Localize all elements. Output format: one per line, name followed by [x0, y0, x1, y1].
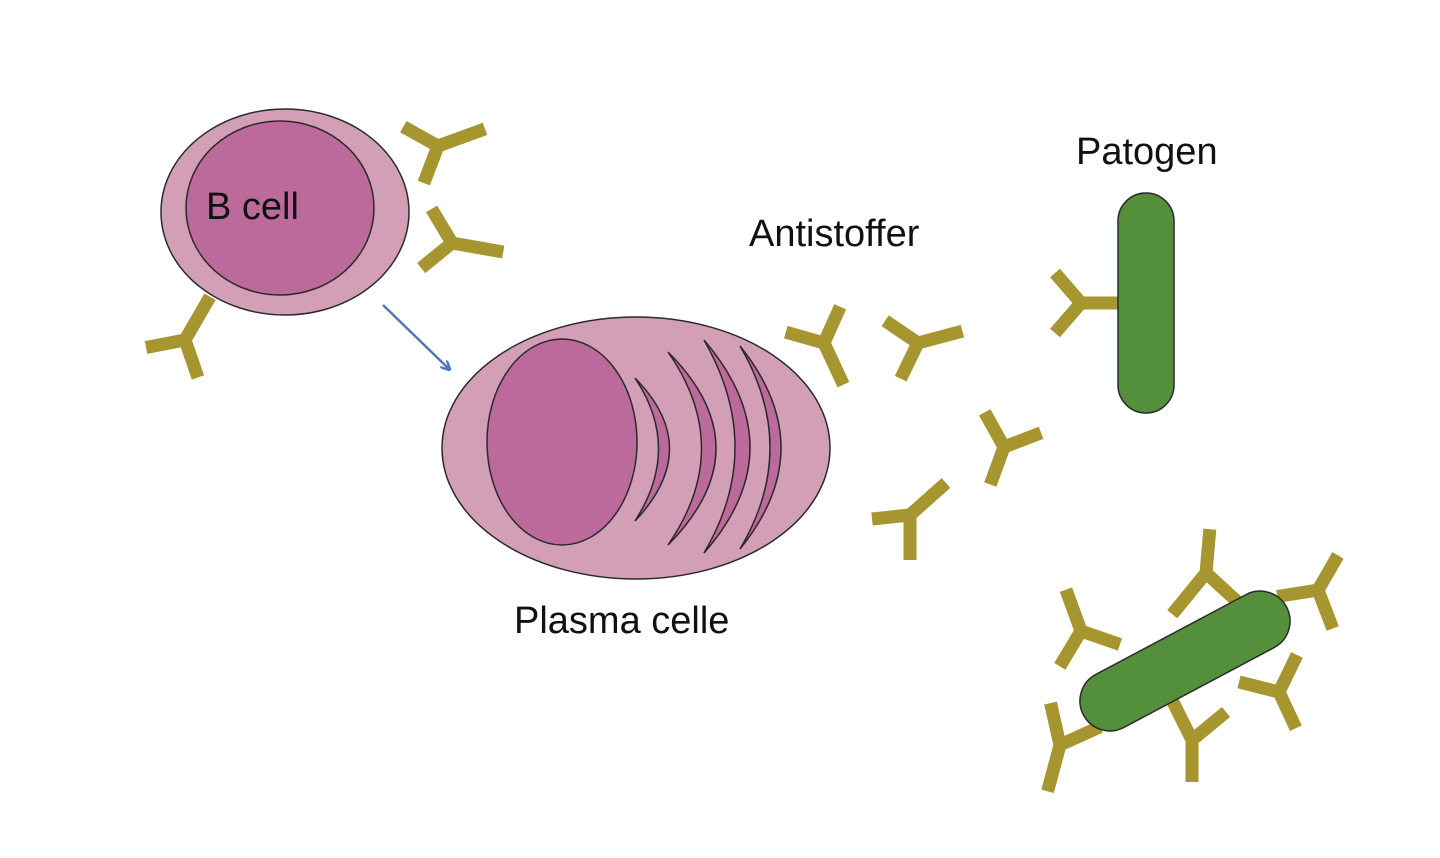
free-antibodies: [784, 304, 1044, 560]
opsonizing-antibody-5: [1166, 697, 1231, 782]
pathogen-label: Patogen: [1076, 131, 1218, 173]
b-cell-antibody-2: [417, 205, 505, 274]
free-antibody-2: [881, 315, 965, 382]
b-cell-antibody-3: [144, 293, 216, 380]
er-arc-3: [703, 339, 751, 554]
pathogen-bound-antibody: [1050, 268, 1119, 338]
plasma-cell-label: Plasma celle: [514, 600, 729, 642]
free-antibody-3: [979, 409, 1044, 487]
b-cell-nucleus: [185, 120, 375, 296]
opsonized-pathogen-body: [1079, 590, 1291, 732]
pathogen-body: [1117, 192, 1175, 414]
differentiation-arrow: [382, 304, 449, 369]
opsonizing-antibody-1: [1054, 587, 1123, 670]
b-cell-antibody-1: [400, 121, 488, 186]
antibodies-label: Antistoffer: [749, 213, 920, 255]
opsonizing-antibody-4: [1237, 652, 1303, 731]
er-arc-2: [667, 351, 717, 546]
er-arc-1: [634, 377, 671, 522]
pathogen-opsonized: [1041, 528, 1344, 794]
free-antibody-4: [871, 478, 951, 560]
opsonizing-antibody-3: [1276, 552, 1344, 631]
opsonizing-antibody-2: [1167, 528, 1242, 619]
pathogen-single: [1050, 192, 1175, 414]
b-cell: B cell: [144, 108, 505, 380]
free-antibody-1: [784, 304, 850, 388]
plasma-cell: Plasma celle: [441, 316, 831, 642]
er-arc-4: [739, 345, 782, 550]
opsonizing-antibody-6: [1041, 701, 1103, 794]
plasma-cell-nucleus: [486, 338, 638, 546]
b-cell-label: B cell: [206, 186, 299, 228]
